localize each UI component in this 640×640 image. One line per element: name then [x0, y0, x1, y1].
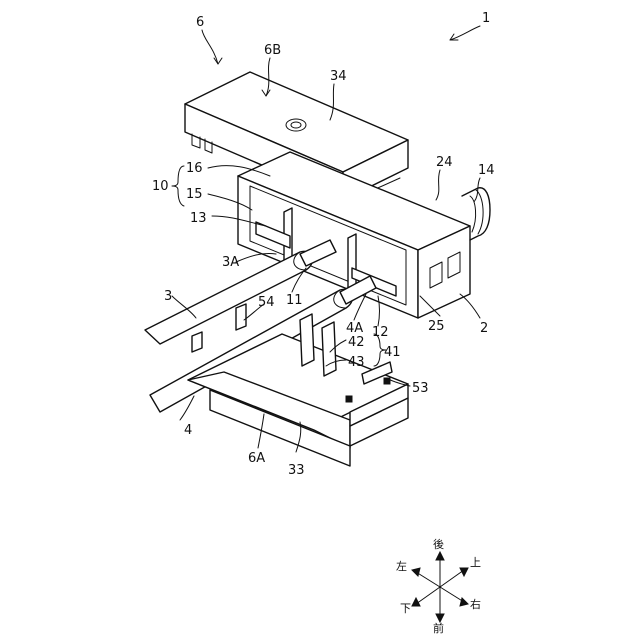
direction-down: 下 — [400, 602, 411, 615]
label-15: 15 — [186, 187, 203, 202]
label-11: 11 — [286, 293, 303, 308]
direction-front: 前 — [433, 621, 444, 635]
label-2: 2 — [480, 321, 488, 336]
label-54: 54 — [258, 295, 275, 310]
label-14: 14 — [478, 163, 495, 178]
label-53: 53 — [412, 381, 429, 396]
label-34: 34 — [330, 69, 347, 84]
label-4: 4 — [184, 423, 192, 438]
label-1: 1 — [482, 11, 490, 26]
label-33: 33 — [288, 463, 305, 478]
label-43: 43 — [348, 355, 365, 370]
direction-up: 上 — [470, 556, 481, 569]
direction-compass: 後 上 左 下 右 前 — [396, 537, 481, 635]
direction-right: 右 — [470, 597, 481, 611]
label-24: 24 — [436, 155, 453, 170]
label-3A: 3A — [222, 255, 239, 270]
label-3: 3 — [164, 289, 172, 304]
label-25: 25 — [428, 319, 445, 334]
label-16: 16 — [186, 161, 203, 176]
label-42: 42 — [348, 335, 365, 350]
label-4A: 4A — [346, 321, 363, 336]
label-6A: 6A — [248, 451, 265, 466]
label-13: 13 — [190, 211, 207, 226]
label-10: 10 — [152, 179, 169, 194]
direction-back: 後 — [433, 537, 444, 551]
label-41: 41 — [384, 345, 401, 360]
label-6: 6 — [196, 15, 204, 30]
label-6B: 6B — [264, 43, 281, 58]
label-12: 12 — [372, 325, 389, 340]
direction-left: 左 — [396, 560, 407, 573]
